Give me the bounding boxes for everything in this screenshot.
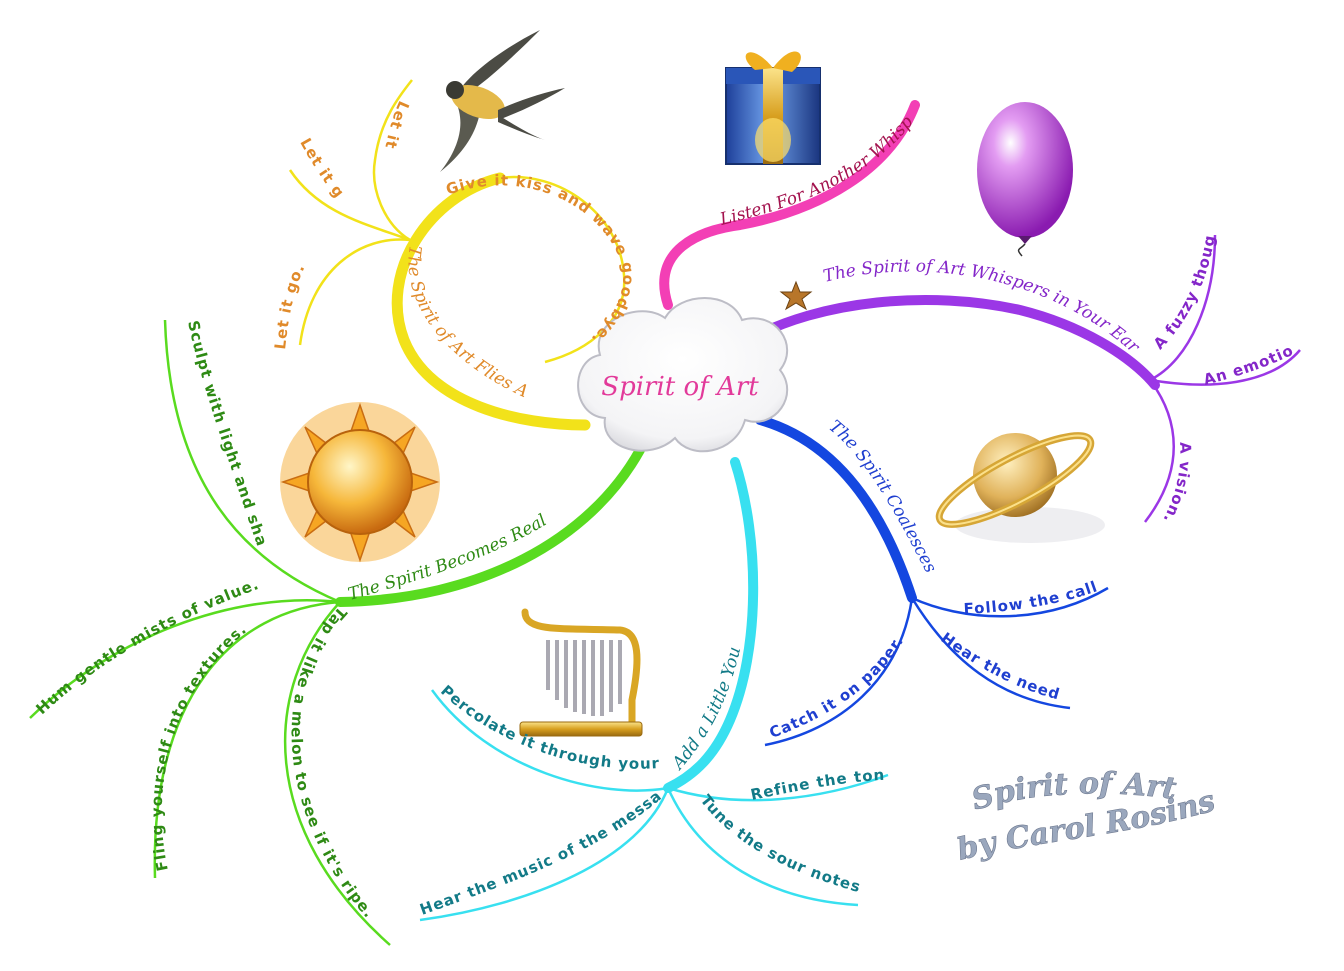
center-label: Spirit of Art (601, 372, 759, 402)
leaf-give-it-kiss: Give it kiss and wave goodbye. (444, 171, 637, 349)
gift-box-icon (725, 51, 821, 165)
purple-balloon-icon (977, 102, 1073, 257)
branch-listen (659, 100, 920, 310)
branch-real (29, 319, 645, 946)
svg-text:Let it go.: Let it go. (271, 260, 309, 350)
leaf-sculpt: Sculpt with light and shadow. (0, 0, 270, 549)
center-cloud (577, 297, 789, 453)
star-icon (779, 280, 813, 311)
branch-coalesces (755, 415, 1109, 747)
svg-text:A vision.: A vision. (1159, 442, 1194, 527)
svg-text:Sculpt with light and shadow.: Sculpt with light and shadow. (0, 0, 271, 549)
branch-label-coalesces: The Spirit Coalesces (825, 416, 941, 576)
leaf-let-it-go-3: Let it go. (271, 260, 308, 350)
svg-text:Let it go.: Let it go. (0, 0, 348, 202)
leaf-let-it-go-1: Let it go. (0, 0, 412, 157)
branch-whispers (743, 234, 1301, 523)
svg-text:Catch it on paper.: Catch it on paper. (767, 632, 907, 742)
svg-text:The Spirit Coalesces: The Spirit Coalesces (825, 416, 941, 576)
leaf-vision: A vision. (1159, 442, 1193, 527)
leaf-catch-paper: Catch it on paper. (767, 632, 906, 742)
leaf-let-it-go-2: Let it go. (0, 0, 347, 202)
swallow-bird-icon (440, 30, 565, 172)
wind-chimes-icon (519, 608, 643, 737)
branch-flies-away (288, 79, 626, 431)
branch-add-you (419, 457, 889, 922)
leaf-tap-melon: Tap it like a melon to see if it's ripe. (288, 603, 378, 921)
svg-text:Let it go.: Let it go. (0, 0, 413, 157)
svg-text:Fling yourself into textures.: Fling yourself into textures. (148, 620, 251, 873)
leaf-fling: Fling yourself into textures. (148, 620, 250, 873)
svg-text:Tap it like a melon to see if: Tap it like a melon to see if it's ripe. (288, 603, 379, 921)
sun-icon (280, 402, 440, 563)
svg-text:Give it kiss and wave goodbye.: Give it kiss and wave goodbye. (444, 171, 638, 349)
ringed-planet-icon (935, 432, 1105, 543)
